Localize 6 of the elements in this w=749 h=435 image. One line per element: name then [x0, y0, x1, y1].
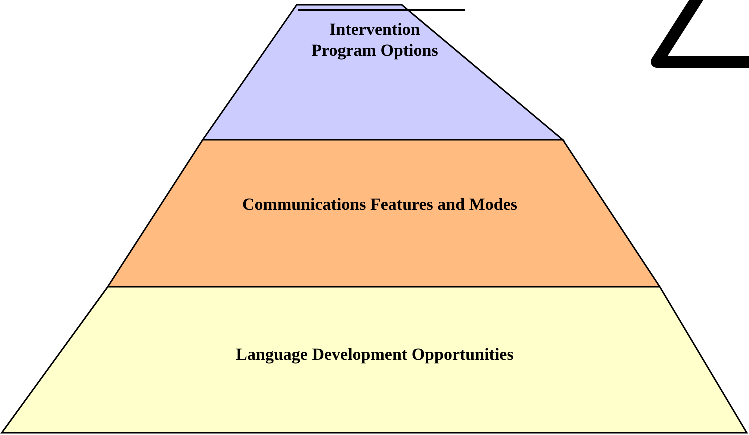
pyramid-tier [0, 287, 748, 434]
tier-label: Communications Features and Modes [242, 195, 518, 216]
tier-label: Intervention Program Options [310, 20, 440, 62]
tier-label: Language Development Opportunities [235, 345, 515, 366]
pyramid-tier [202, 4, 566, 141]
pyramid-tier [106, 140, 662, 288]
